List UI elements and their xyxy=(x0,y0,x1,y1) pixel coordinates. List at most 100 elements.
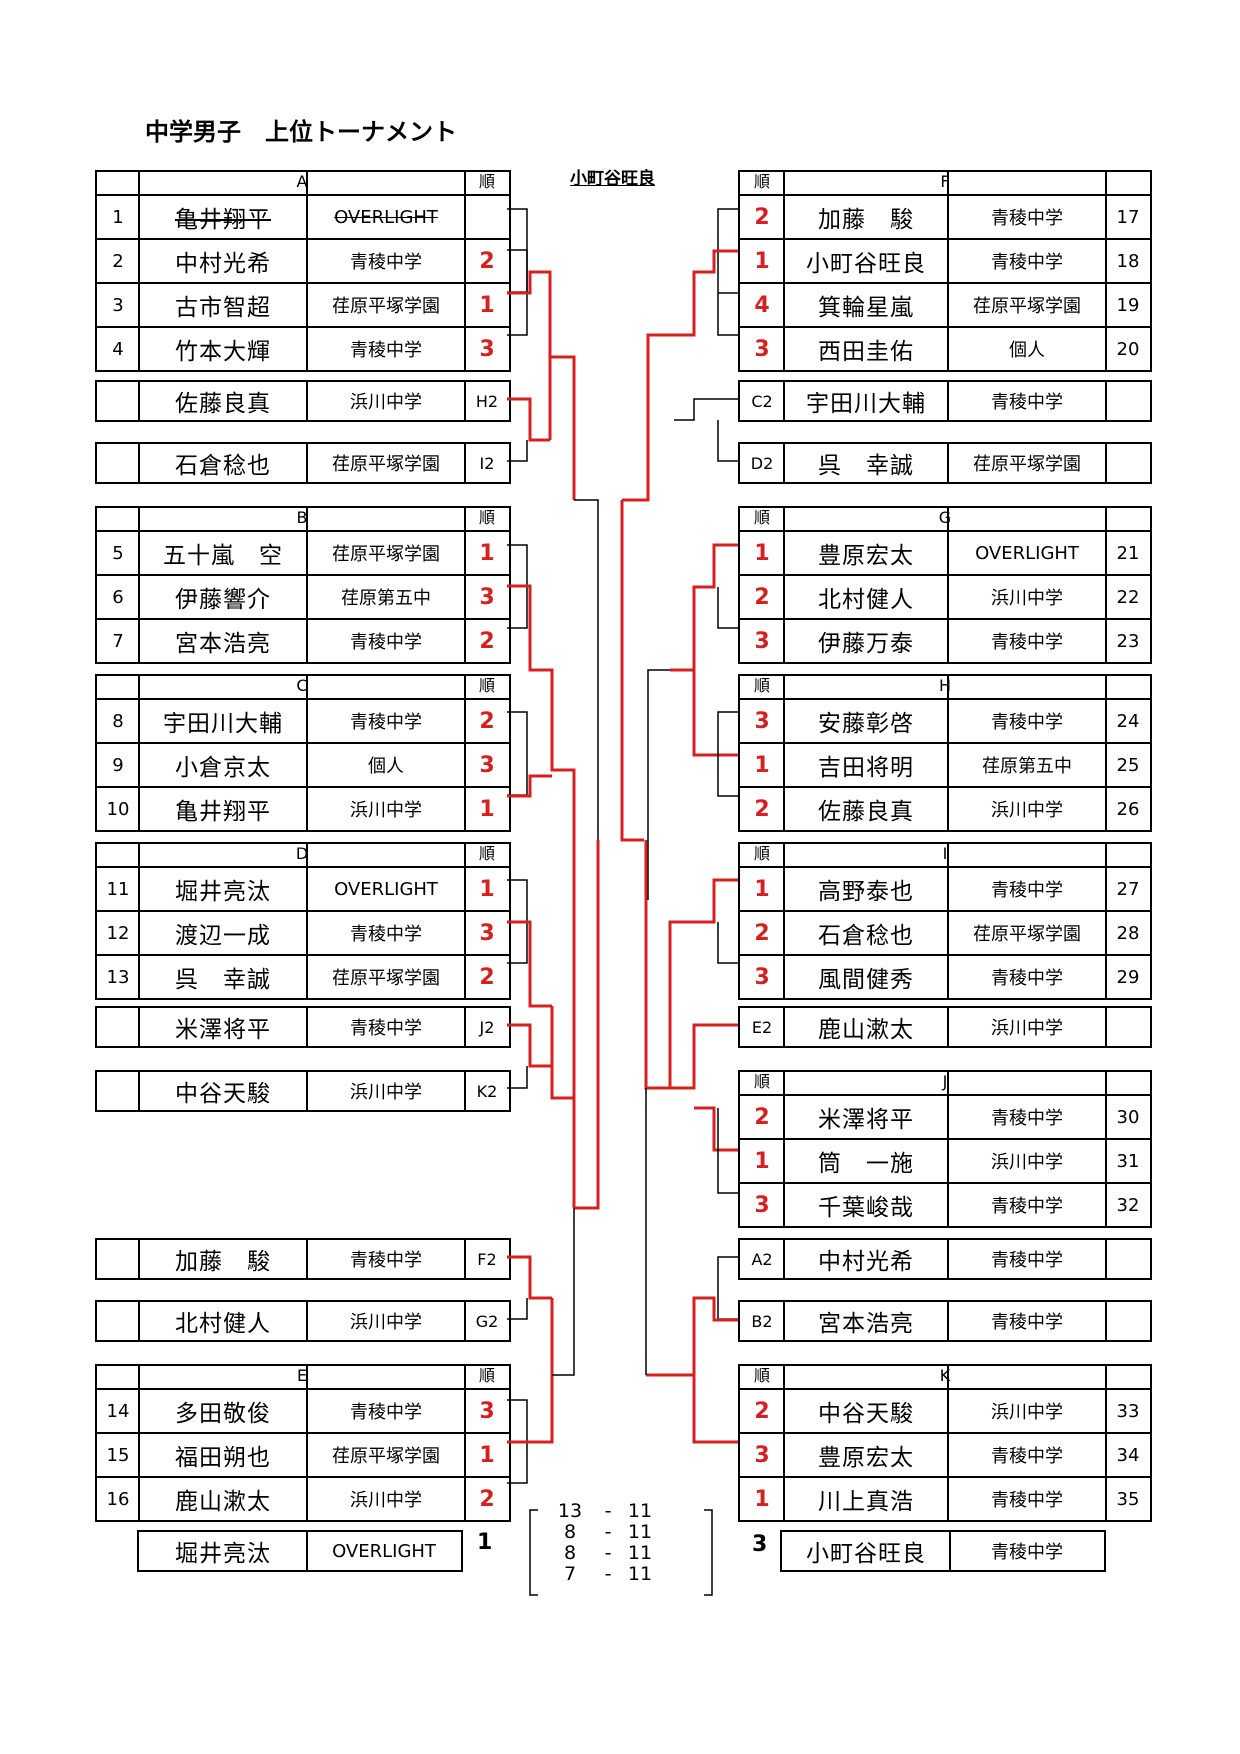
player-no: 34 xyxy=(1116,1444,1140,1466)
finalist-team: 青稜中学 xyxy=(991,1542,1063,1563)
player-name: 川上真浩 xyxy=(818,1489,914,1515)
game-score: - xyxy=(604,1542,612,1564)
player-no: 15 xyxy=(106,1444,130,1466)
qualifier-code: K2 xyxy=(476,1081,498,1101)
bracket-winner-line xyxy=(670,249,738,337)
player-team: 青稜中学 xyxy=(991,208,1063,229)
player-no: 27 xyxy=(1116,878,1140,900)
player-rank: 3 xyxy=(479,920,495,946)
player-no: 28 xyxy=(1116,922,1140,944)
player-no: 3 xyxy=(112,294,124,316)
player-rank: 3 xyxy=(479,584,495,610)
player-name: 伊藤万泰 xyxy=(818,631,914,657)
page-title: 中学男子 上位トーナメント xyxy=(145,118,457,146)
group-label: E xyxy=(296,1366,308,1385)
player-name: 堀井亮汰 xyxy=(175,879,271,905)
qualifier-team: 青稜中学 xyxy=(991,392,1063,413)
bracket-winner-line xyxy=(574,840,600,1210)
player-name: 福田朔也 xyxy=(175,1445,271,1471)
player-no: 7 xyxy=(112,630,124,652)
finalist-team: OVERLIGHT xyxy=(332,1540,436,1562)
qualifier-code: E2 xyxy=(751,1017,773,1037)
player-name: 小町谷旺良 xyxy=(806,251,926,277)
player-team: 浜川中学 xyxy=(991,1152,1063,1173)
game-score: 11 xyxy=(627,1521,653,1543)
bracket-winner-line xyxy=(550,355,576,500)
player-team: 青稜中学 xyxy=(350,340,422,361)
bracket-winner-line xyxy=(550,1006,574,1100)
bracket-winner-line xyxy=(550,670,576,1208)
player-no: 18 xyxy=(1116,250,1140,272)
qualifier-name: 石倉稔也 xyxy=(175,453,271,479)
player-no: 35 xyxy=(1116,1488,1140,1510)
player-team: 青稜中学 xyxy=(991,1108,1063,1129)
rank-header: 順 xyxy=(478,1366,495,1385)
player-name: 宮本浩亮 xyxy=(175,631,271,657)
finalist-name: 小町谷旺良 xyxy=(806,1541,926,1567)
player-team: 青稜中学 xyxy=(350,712,422,733)
player-name: 中村光希 xyxy=(175,251,271,277)
player-no: 21 xyxy=(1116,542,1140,564)
game-score: 11 xyxy=(627,1563,653,1585)
player-name: 呉 幸誠 xyxy=(175,967,271,993)
qualifier-code: H2 xyxy=(475,391,499,411)
player-team: 青稜中学 xyxy=(991,252,1063,273)
player-rank: 1 xyxy=(479,876,495,902)
qualifier-team: 浜川中学 xyxy=(350,1082,422,1103)
player-rank: 3 xyxy=(754,1442,770,1468)
player-rank: 3 xyxy=(754,964,770,990)
player-team: 青稜中学 xyxy=(991,1196,1063,1217)
player-rank: 1 xyxy=(754,1148,770,1174)
player-rank: 2 xyxy=(479,248,495,274)
player-name: 米澤将平 xyxy=(818,1107,914,1133)
game-score: 11 xyxy=(627,1500,653,1522)
bracket-line xyxy=(552,1208,575,1376)
finalist-row: 小町谷旺良 青稜中学 xyxy=(782,1532,1104,1570)
player-no: 26 xyxy=(1116,798,1140,820)
group-label: K xyxy=(939,1366,951,1385)
bracket-line xyxy=(704,1509,713,1596)
finalist-name: 堀井亮汰 xyxy=(175,1541,271,1567)
bracket-winner-line xyxy=(670,1023,738,1090)
bracket-line xyxy=(507,1066,528,1089)
player-team: 青稜中学 xyxy=(350,252,422,273)
player-name: 佐藤良真 xyxy=(818,799,914,825)
group-label: F xyxy=(940,172,950,191)
qualifier-name: 加藤 駿 xyxy=(175,1249,271,1275)
finalist-row: 堀井亮汰 OVERLIGHT xyxy=(139,1532,461,1570)
game-score: - xyxy=(604,1500,612,1522)
player-no: 23 xyxy=(1116,630,1140,652)
player-no: 13 xyxy=(106,966,130,988)
player-team: 浜川中学 xyxy=(350,1490,422,1511)
player-rank: 2 xyxy=(754,920,770,946)
player-team: 浜川中学 xyxy=(991,588,1063,609)
bracket-winner-line xyxy=(668,920,694,1088)
player-team: 荏原第五中 xyxy=(341,588,431,609)
player-no: 25 xyxy=(1116,754,1140,776)
rank-header: 順 xyxy=(478,676,495,695)
